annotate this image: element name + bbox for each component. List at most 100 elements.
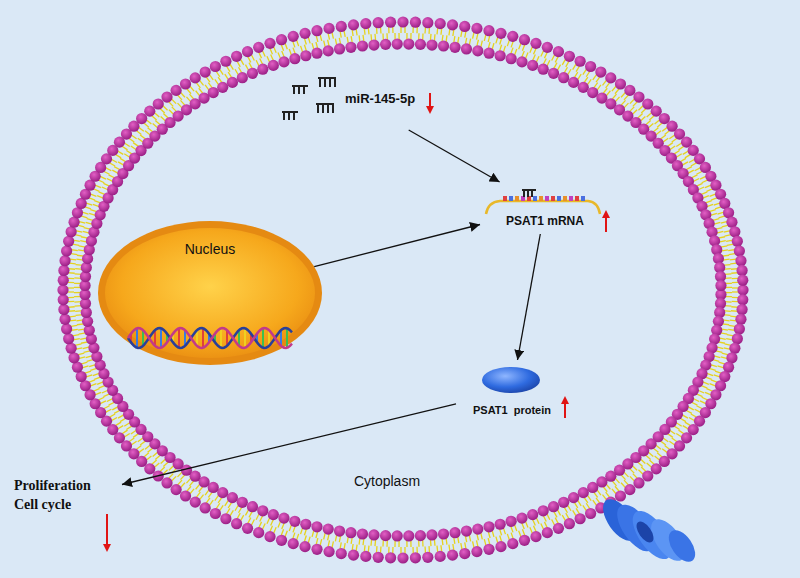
mrna-base: [551, 196, 555, 201]
lipid-head: [519, 34, 530, 45]
mrna-base: [581, 196, 585, 201]
lipid-head: [360, 18, 371, 29]
lipid-head: [242, 523, 253, 534]
down-arrow: [106, 514, 108, 548]
lipid-head: [180, 490, 191, 501]
node-text: PSAT1 protein: [473, 404, 551, 417]
lipid-head: [438, 528, 449, 539]
lipid-head: [548, 501, 559, 512]
nucleus-envelope: [98, 221, 322, 365]
lipid-head: [516, 56, 527, 67]
lipid-head: [410, 17, 421, 28]
mrna-base: [545, 196, 549, 201]
lipid-head: [231, 51, 242, 62]
lipid-head: [247, 501, 258, 512]
lipid-head: [737, 294, 748, 305]
cell-membrane: [57, 16, 748, 563]
lipid-head: [380, 530, 391, 541]
lipid-head: [624, 85, 635, 96]
lipid-head: [435, 551, 446, 562]
lipid-head: [633, 91, 644, 102]
lipid-head: [483, 521, 494, 532]
lipid-head: [575, 56, 586, 67]
lipid-head: [66, 343, 77, 354]
lipid-head: [300, 519, 311, 530]
dna-strand: [128, 328, 292, 348]
lipid-head: [385, 552, 396, 563]
lipid-head: [253, 42, 264, 53]
node-text: Nucleus: [185, 241, 236, 257]
lipid-head: [171, 85, 182, 96]
lipid-head: [615, 490, 626, 501]
lipid-head: [58, 275, 69, 286]
lipid-head: [323, 23, 334, 34]
lipid-head: [278, 56, 289, 67]
mirna-label: miR-145-5p: [285, 80, 445, 130]
lipid-head: [735, 255, 746, 266]
lipid-head: [422, 17, 433, 28]
dna-rung: [178, 328, 180, 347]
lipid-head: [506, 516, 517, 527]
lipid-head: [530, 38, 541, 49]
lipid-head: [553, 46, 564, 57]
lipid-head: [323, 45, 334, 56]
mirna-symbol: [318, 78, 336, 87]
lipid-head: [587, 482, 598, 493]
lipid-head: [180, 78, 191, 89]
lipid-head: [171, 484, 182, 495]
lipid-head: [210, 508, 221, 519]
lipid-head: [530, 531, 541, 542]
lipid-head: [438, 40, 449, 51]
flow-arrow: [409, 130, 500, 182]
lipid-head: [220, 56, 231, 67]
up-arrow: [605, 214, 607, 232]
lipid-head: [59, 255, 70, 266]
lipid-head: [336, 548, 347, 559]
lipid-head: [153, 98, 164, 109]
mrna-base: [569, 196, 573, 201]
lipid-head: [483, 48, 494, 59]
lipid-head: [447, 19, 458, 30]
channel-subunit: [663, 526, 700, 567]
lipid-head: [542, 527, 553, 538]
lipid-head: [268, 60, 279, 71]
mrna-base: [575, 196, 579, 201]
lipid-head: [253, 527, 264, 538]
lipid-head: [227, 492, 238, 503]
lipid-head: [385, 17, 396, 28]
lipid-head: [435, 18, 446, 29]
lipid-head: [210, 61, 221, 72]
dna-rung: [286, 328, 288, 347]
lipid-head: [726, 217, 737, 228]
lipid-head: [403, 530, 414, 541]
lipid-head: [426, 39, 437, 50]
lipid-head: [373, 17, 384, 28]
lipid-head: [736, 265, 747, 276]
lipid-head: [527, 60, 538, 71]
lipid-head: [615, 78, 626, 89]
lipid-head: [732, 333, 743, 344]
lipid-head: [311, 544, 322, 555]
lipid-head: [345, 527, 356, 538]
lipid-head: [553, 523, 564, 534]
node-text: miR-145-5p: [345, 92, 415, 107]
lipid-head: [217, 82, 228, 93]
lipid-head: [495, 50, 506, 61]
lipid-head: [276, 34, 287, 45]
mrna-strand: [486, 190, 600, 214]
lipid-head: [161, 477, 172, 488]
nucleus-interior: [105, 228, 315, 358]
lipid-head: [715, 280, 726, 291]
lipid-head: [68, 352, 79, 363]
lipid-head: [459, 548, 470, 559]
lipid-head: [58, 265, 69, 276]
lipid-head: [568, 492, 579, 503]
lipid-head: [578, 487, 589, 498]
lipid-head: [471, 546, 482, 557]
lipid-head: [507, 31, 518, 42]
lipid-head: [217, 487, 228, 498]
lipid-head: [323, 546, 334, 557]
lipid-head: [257, 64, 268, 75]
